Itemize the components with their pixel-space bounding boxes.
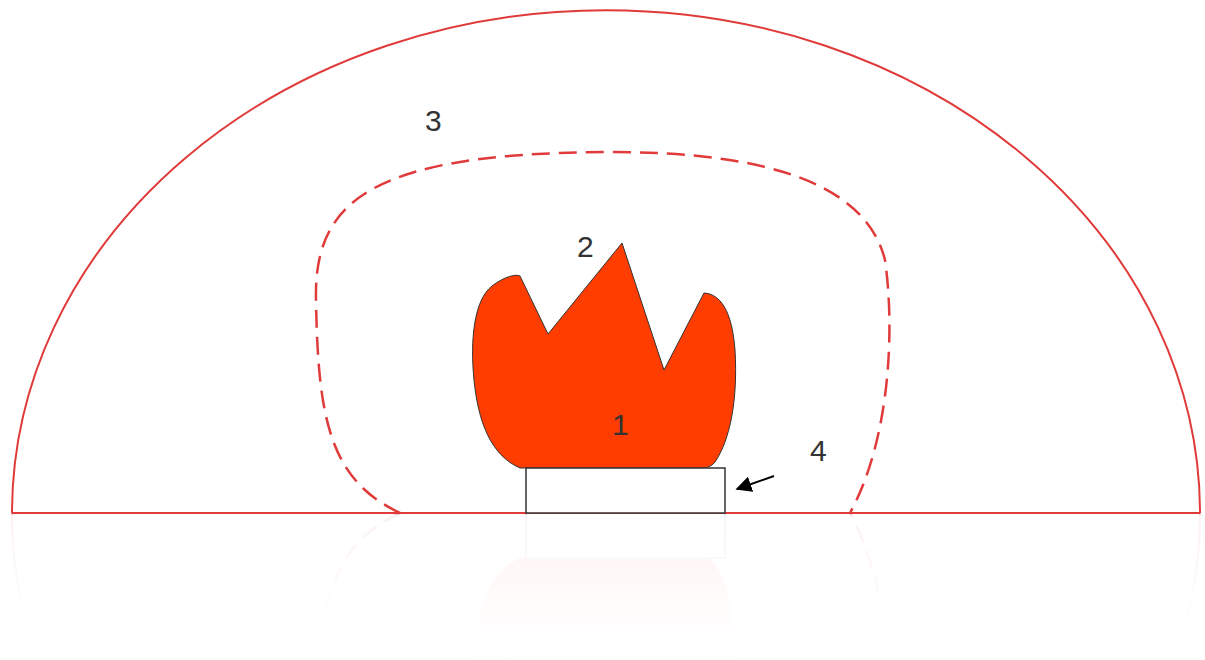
smoke-zone-outline <box>12 10 1200 513</box>
burning-object <box>526 468 725 513</box>
heat-zone-outline <box>316 152 889 513</box>
leader-arrow <box>737 476 774 489</box>
callout-number: 3 <box>425 106 442 136</box>
callout-number: 1 <box>612 410 629 440</box>
callout-number: 2 <box>577 232 594 262</box>
flame <box>473 243 736 468</box>
callout-number: 4 <box>810 436 827 466</box>
